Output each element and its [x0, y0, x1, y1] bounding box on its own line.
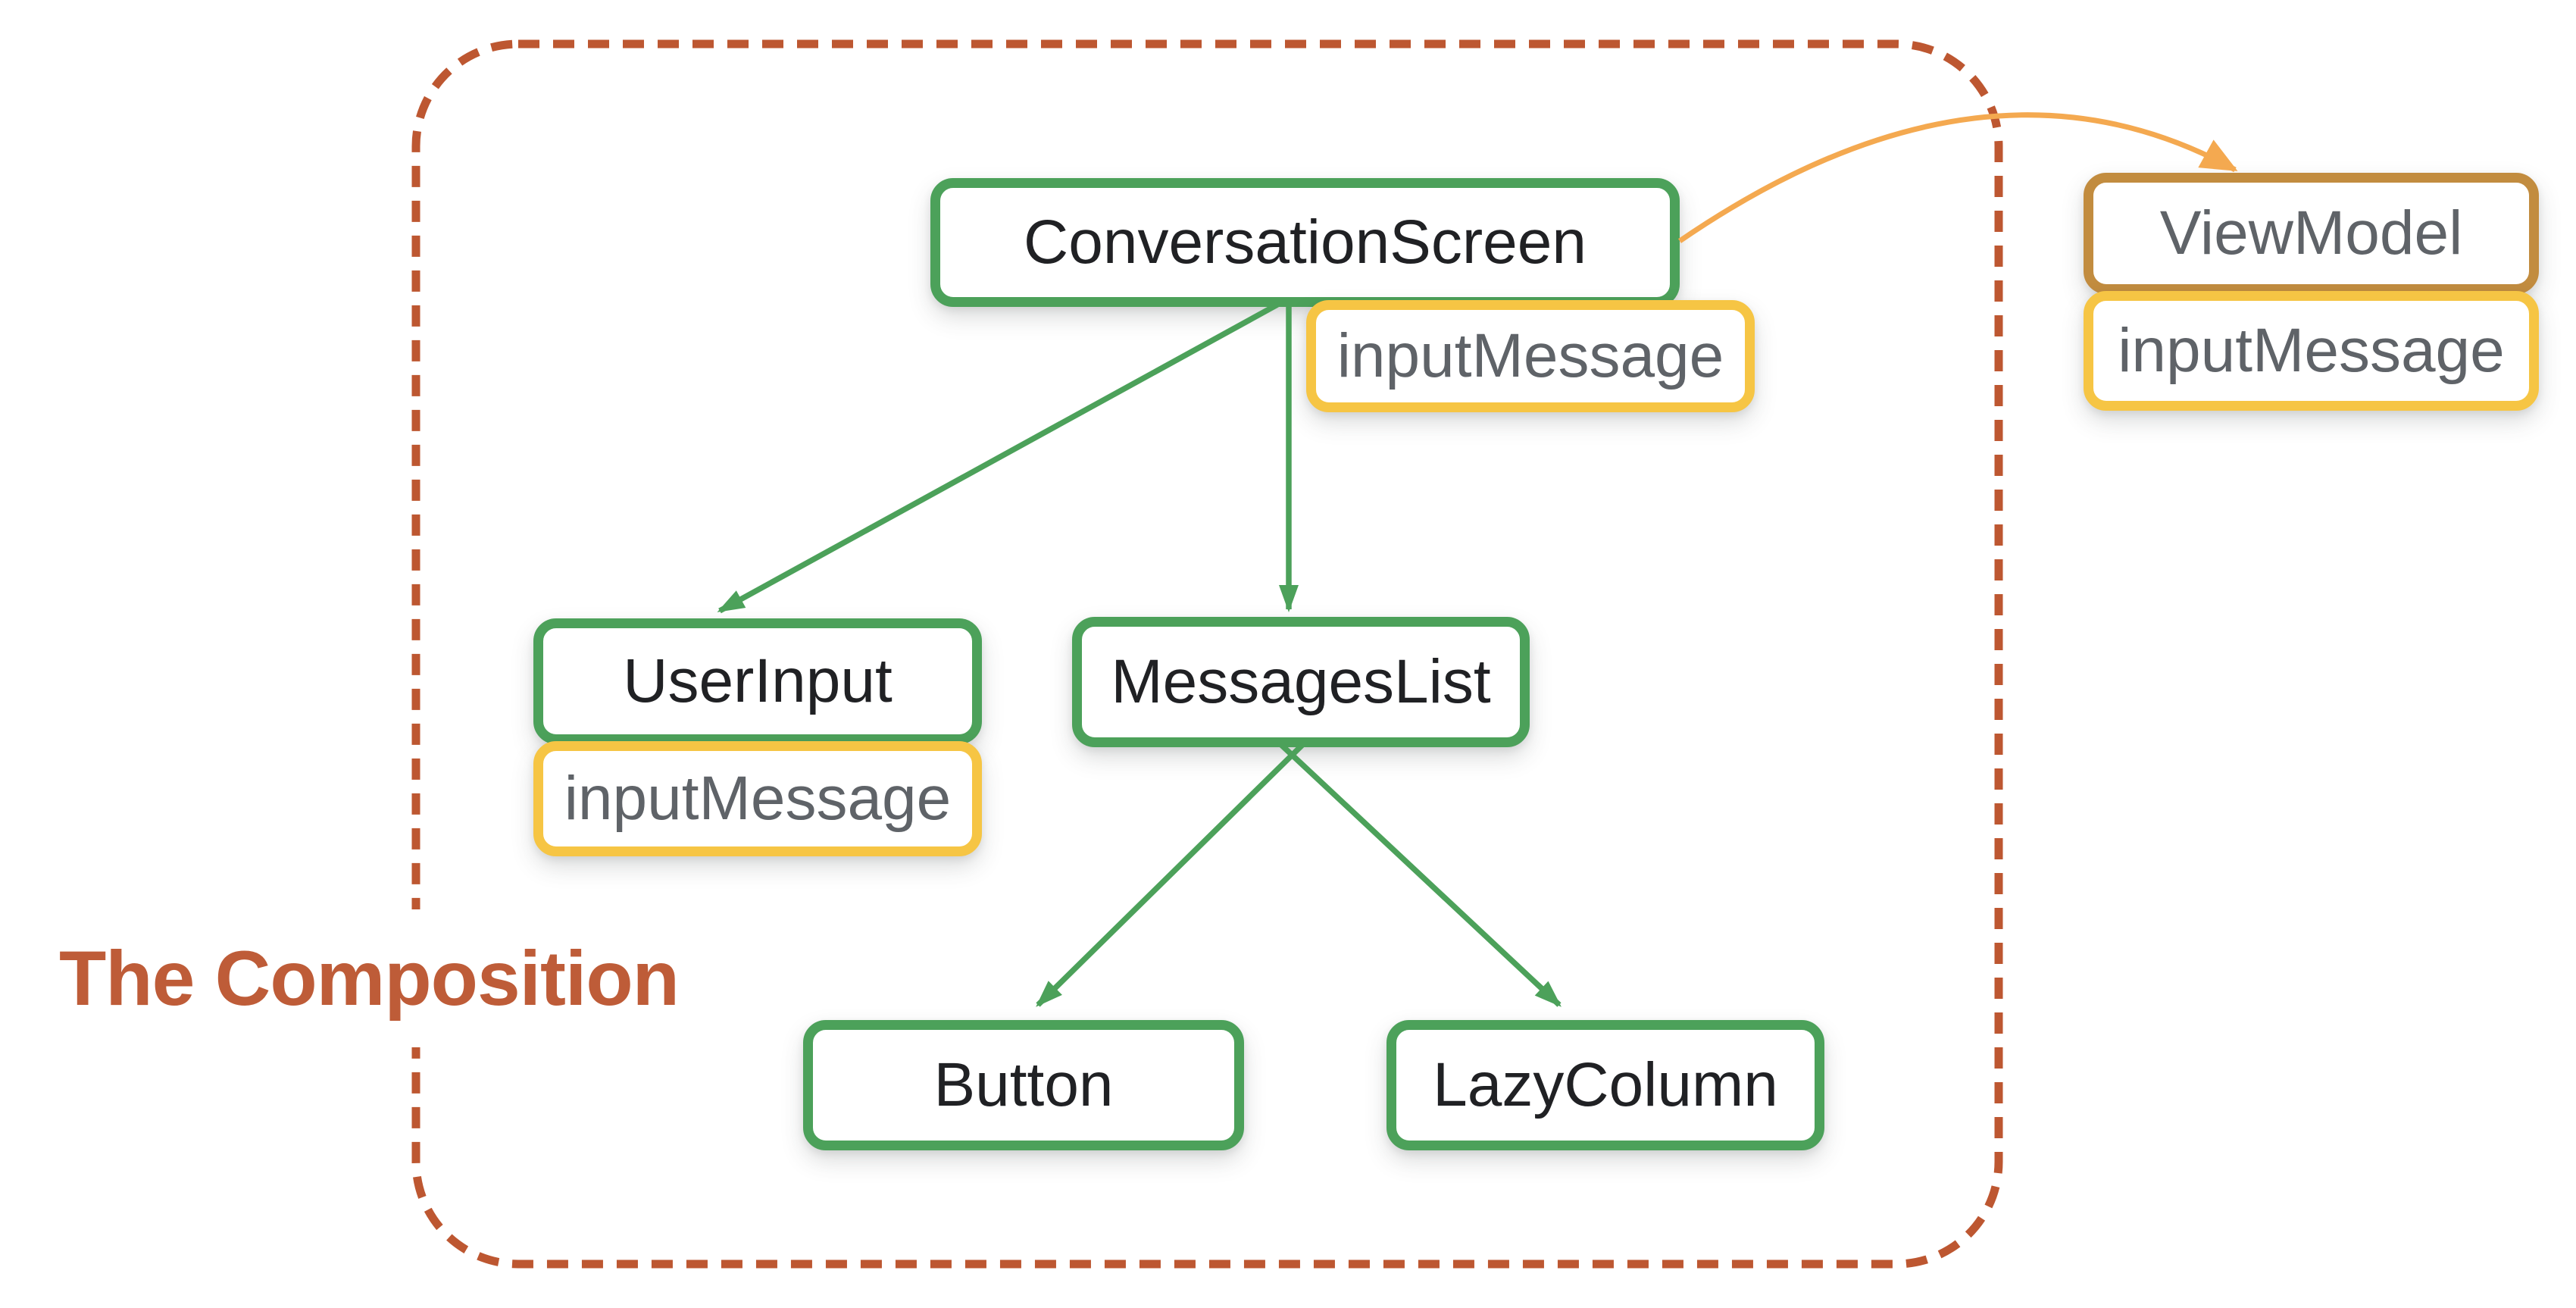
- node-view-model: ViewModel: [2084, 173, 2539, 294]
- state-input-message-view-model-label: inputMessage: [2118, 316, 2505, 385]
- diagram-title: The Composition: [36, 909, 702, 1047]
- node-lazy-column: LazyColumn: [1386, 1020, 1824, 1150]
- node-user-input: UserInput: [533, 618, 982, 744]
- state-input-message-conversation-label: inputMessage: [1336, 321, 1724, 390]
- node-button-label: Button: [933, 1050, 1114, 1119]
- node-user-input-label: UserInput: [623, 646, 893, 715]
- state-input-message-conversation: inputMessage: [1306, 300, 1755, 412]
- edge-messageslist-to-button: [1036, 740, 1307, 1007]
- node-conversation-screen: ConversationScreen: [930, 178, 1680, 307]
- state-input-message-view-model: inputMessage: [2084, 291, 2539, 411]
- node-conversation-screen-label: ConversationScreen: [1024, 208, 1587, 277]
- edge-messageslist-to-lazycolumn: [1277, 740, 1562, 1007]
- edge-conversationscreen-to-userinput: [717, 302, 1279, 614]
- node-messages-list: MessagesList: [1072, 617, 1530, 747]
- node-view-model-label: ViewModel: [2159, 199, 2463, 268]
- node-lazy-column-label: LazyColumn: [1433, 1050, 1778, 1119]
- state-input-message-user-input: inputMessage: [533, 741, 982, 856]
- state-input-message-user-input-label: inputMessage: [564, 764, 952, 833]
- node-messages-list-label: MessagesList: [1111, 647, 1491, 716]
- node-button: Button: [803, 1020, 1244, 1150]
